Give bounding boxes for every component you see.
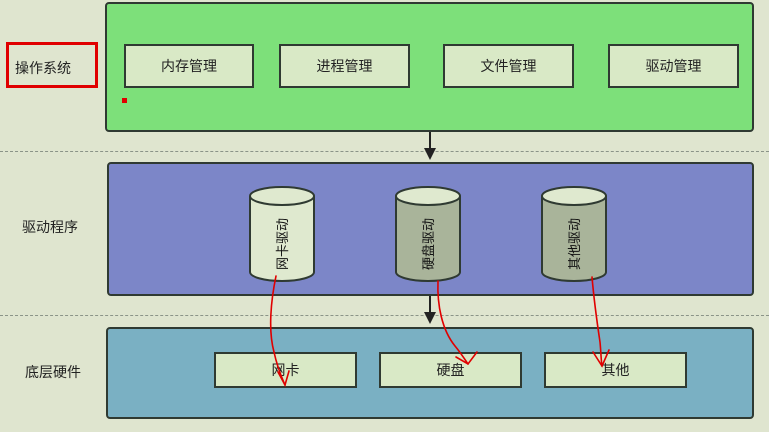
device-other: 其他 — [544, 352, 687, 388]
cylinder-network-driver-label: 网卡驱动 — [276, 218, 291, 270]
divider-drivers-hardware — [0, 315, 769, 316]
cylinder-other-driver: 其他驱动 — [541, 186, 607, 282]
hardware-layer-label: 底层硬件 — [25, 365, 81, 381]
arrow-drivers-to-hardware — [424, 296, 436, 324]
red-annotation-arrow-network — [269, 275, 290, 388]
os-layer-label: 操作系统 — [15, 61, 71, 77]
red-dot-mark — [122, 98, 127, 103]
drivers-layer-label: 驱动程序 — [22, 220, 78, 236]
module-driver-management: 驱动管理 — [608, 44, 739, 88]
red-annotation-arrow-disk — [437, 280, 478, 366]
device-hard-disk: 硬盘 — [379, 352, 522, 388]
cylinder-network-driver: 网卡驱动 — [249, 186, 315, 282]
cylinder-other-driver-label: 其他驱动 — [568, 218, 583, 270]
module-file-management: 文件管理 — [443, 44, 574, 88]
divider-os-drivers — [0, 151, 769, 152]
module-process-management: 进程管理 — [279, 44, 410, 88]
arrow-os-to-drivers — [424, 132, 436, 160]
module-memory-management: 内存管理 — [124, 44, 254, 88]
cylinder-disk-driver: 硬盘驱动 — [395, 186, 461, 282]
os-label-highlight — [6, 42, 98, 88]
cylinder-disk-driver-label: 硬盘驱动 — [421, 218, 437, 270]
red-annotation-arrow-other — [591, 276, 610, 368]
